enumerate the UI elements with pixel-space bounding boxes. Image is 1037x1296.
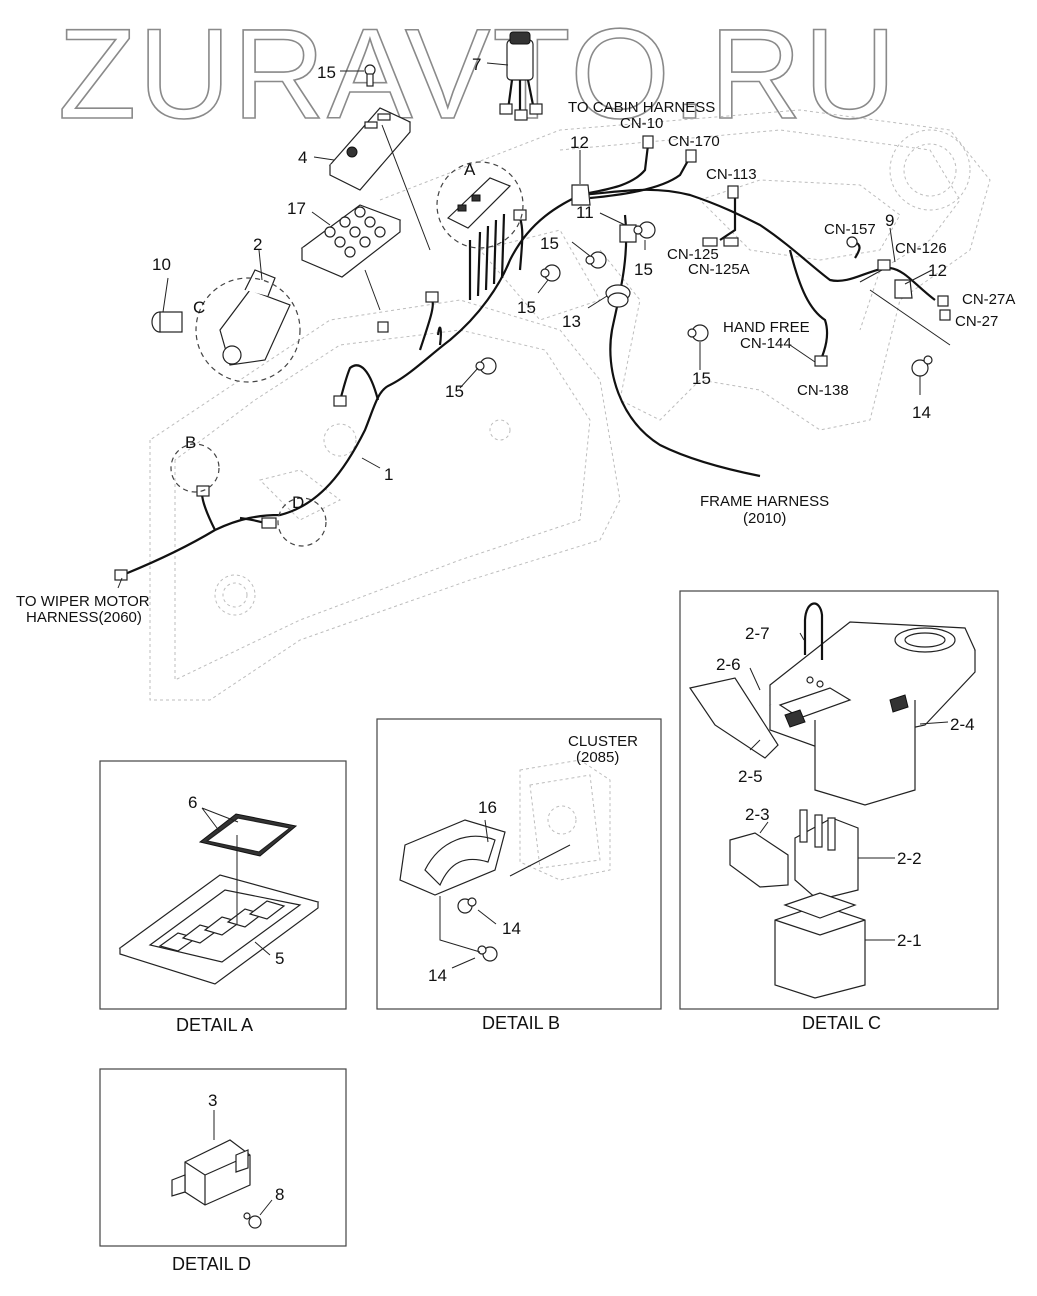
detail-a-frame [99,760,347,1010]
bolt-15-top [364,64,376,87]
detail-d-callout-8: 8 [275,1185,284,1204]
callout-15-top: 15 [317,63,336,82]
label-cn125a: CN-125A [688,261,750,278]
callout-15-b: 15 [634,260,653,279]
label-cluster-ref: (2085) [576,749,619,766]
detail-b-callout-14-a: 14 [502,919,521,938]
callout-14-right: 14 [912,403,931,422]
callout-11: 11 [576,203,594,222]
marker-d: D [292,493,304,512]
switch-block-17 [300,204,402,278]
detail-d-circle [277,497,327,547]
detail-a-circle [436,161,524,249]
label-cn27: CN-27 [955,313,998,330]
label-cn27a: CN-27A [962,291,1015,308]
detail-b-callout-14-b: 14 [428,966,447,985]
detail-c-callout-2-2: 2-2 [897,849,922,868]
main-harness-wiring [119,144,936,578]
callout-15-d: 15 [445,382,464,401]
callout-1: 1 [384,465,393,484]
label-hand-free: HAND FREE [723,319,810,336]
key-switch-assembly [499,31,543,121]
detail-d-frame [99,1068,347,1247]
switch-panel-4 [329,107,411,191]
callout-15-c: 15 [517,298,536,317]
label-cluster: CLUSTER [568,733,638,750]
label-cn126: CN-126 [895,240,947,257]
label-cn138: CN-138 [797,382,849,399]
callout-17: 17 [287,199,306,218]
detail-b-parts [399,759,611,969]
main-callouts: 15 7 4 17 2 10 12 11 15 15 15 13 15 15 1… [152,55,947,512]
leader-lines [162,62,951,469]
detail-c-caption: DETAIL C [802,1013,881,1033]
callout-15-e: 15 [692,369,711,388]
detail-c-parts [689,602,976,999]
callout-2: 2 [253,235,262,254]
detail-c-callout-2-7: 2-7 [745,624,770,643]
label-frame-harness: FRAME HARNESS [700,493,829,510]
detail-b-circle [170,443,220,493]
detail-d-caption: DETAIL D [172,1254,251,1274]
label-cn144: CN-144 [740,335,792,352]
watermark: ZURAVTO.RU [58,3,898,146]
label-frame-harness-ref: (2010) [743,510,786,527]
marker-c: C [193,298,205,317]
marker-b: B [185,433,196,452]
bolts-15 [475,221,709,375]
callout-7: 7 [472,55,481,74]
detail-c-callout-2-3: 2-3 [745,805,770,824]
grommet-13 [605,284,631,308]
label-to-wiper-motor: TO WIPER MOTOR [16,593,150,610]
detail-b-caption: DETAIL B [482,1013,560,1033]
label-to-cabin-harness: TO CABIN HARNESS [568,99,715,116]
detail-c-frame [679,590,999,1010]
detail-c-callout-2-5: 2-5 [738,767,763,786]
label-cn170: CN-170 [668,133,720,150]
detail-c-circle [195,277,301,383]
switch-group-a [446,177,512,229]
callout-10: 10 [152,255,171,274]
bolt-14-right [911,355,933,377]
callout-9: 9 [885,211,894,230]
detail-b-frame [376,718,662,1010]
cab-structure-ghost [149,109,991,701]
detail-a-parts [118,807,320,985]
connector-labels: TO CABIN HARNESS CN-10 CN-170 CN-113 CN-… [16,99,1015,626]
detail-b-callout-16: 16 [478,798,497,817]
detail-c-callout-2-4: 2-4 [950,715,975,734]
detail-c-callout-2-6: 2-6 [716,655,741,674]
callout-12-left: 12 [570,133,589,152]
detail-a-caption: DETAIL A [176,1015,253,1035]
detail-d-parts [171,1110,273,1229]
label-cn157: CN-157 [824,221,876,238]
callout-12-right: 12 [928,261,947,280]
detail-c-callout-2-1: 2-1 [897,931,922,950]
label-cn125: CN-125 [667,246,719,263]
callout-15-a: 15 [540,234,559,253]
label-cn10: CN-10 [620,115,663,132]
marker-a: A [464,160,476,179]
callout-13: 13 [562,312,581,331]
console-box-2 [219,269,291,366]
callout-4: 4 [298,148,307,167]
detail-a-callout-5: 5 [275,949,284,968]
detail-d-callout-3: 3 [208,1091,217,1110]
detail-a-callout-6: 6 [188,793,197,812]
label-wiper-harness-ref: HARNESS(2060) [26,609,142,626]
label-cn113: CN-113 [706,166,757,183]
cigar-lighter-10 [151,311,183,333]
